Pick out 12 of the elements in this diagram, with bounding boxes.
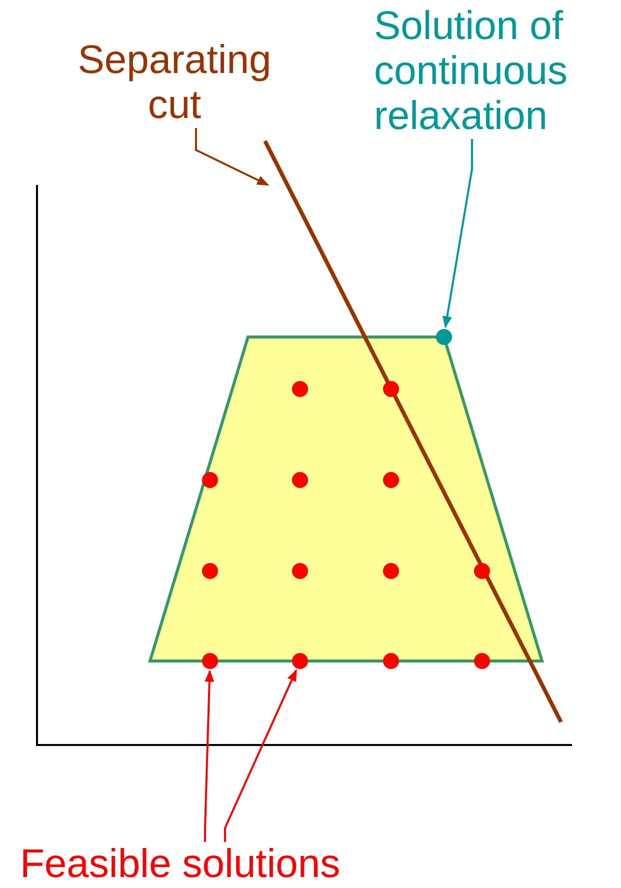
feasible-point <box>383 653 399 669</box>
caption-text: Separating cut <box>77 38 272 128</box>
arrow <box>195 128 270 186</box>
arrow <box>204 670 214 842</box>
feasible-point <box>202 653 218 669</box>
feasible-point <box>292 653 308 669</box>
arrow <box>442 139 473 328</box>
optimum-point <box>436 329 452 345</box>
caption-text: Solution of continuous relaxation <box>374 4 568 139</box>
feasible-point <box>474 653 490 669</box>
arrow <box>224 669 298 842</box>
caption-text: Feasible solutions <box>20 842 340 887</box>
